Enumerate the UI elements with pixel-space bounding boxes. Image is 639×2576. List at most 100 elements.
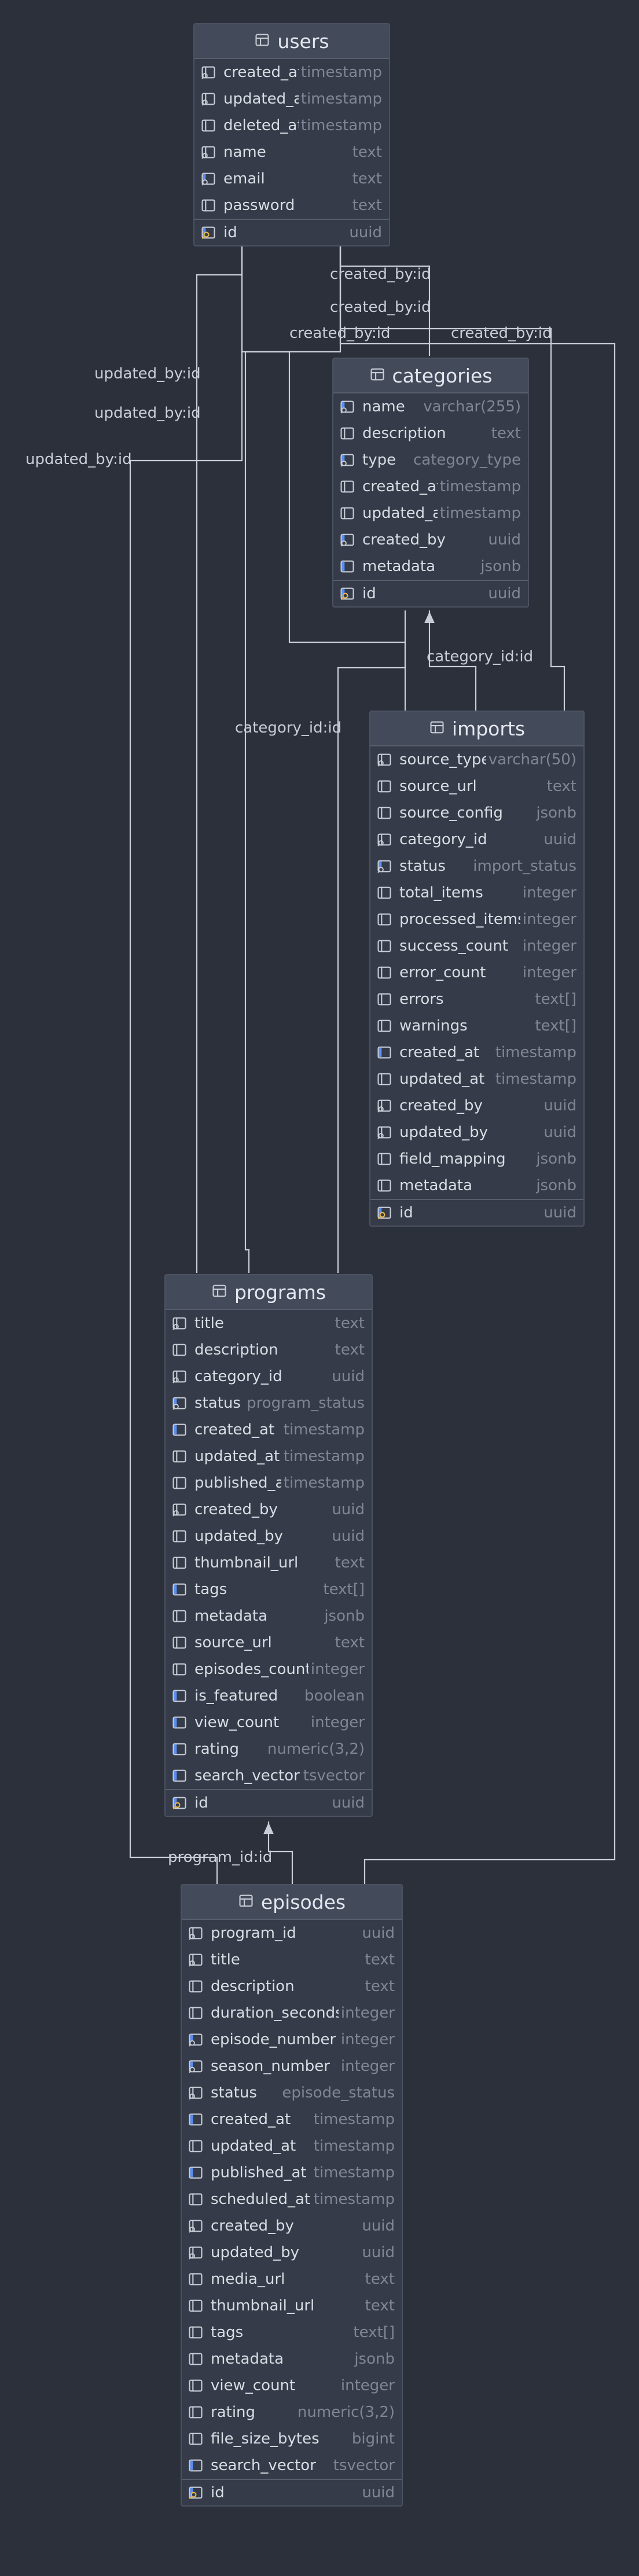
column-icon [188, 2005, 204, 2021]
column-type: timestamp [300, 64, 382, 81]
column-type: uuid [543, 1124, 576, 1141]
table-header[interactable]: imports [370, 712, 583, 746]
table-header[interactable]: episodes [182, 1885, 402, 1920]
column-type: text [546, 778, 576, 795]
column-name: search_vector [211, 2457, 316, 2474]
table-header[interactable]: programs [166, 1275, 372, 1310]
fk-column-icon [188, 2244, 204, 2261]
table-header[interactable]: categories [333, 359, 528, 393]
column-type: uuid [332, 1794, 365, 1812]
index-column-icon [188, 2457, 204, 2474]
column-type: uuid [543, 1204, 576, 1221]
fk-column-icon [171, 1368, 188, 1385]
column-type: text [335, 1315, 365, 1332]
column-type: uuid [488, 585, 521, 602]
column-icon [376, 1151, 392, 1167]
table-header[interactable]: users [194, 24, 389, 59]
column-name: created_at [362, 478, 438, 495]
table-users[interactable]: userscreated_attimestampupdated_attimest… [193, 23, 390, 246]
column-name: updated_by [194, 1528, 284, 1545]
column-name: created_by [194, 1501, 278, 1518]
